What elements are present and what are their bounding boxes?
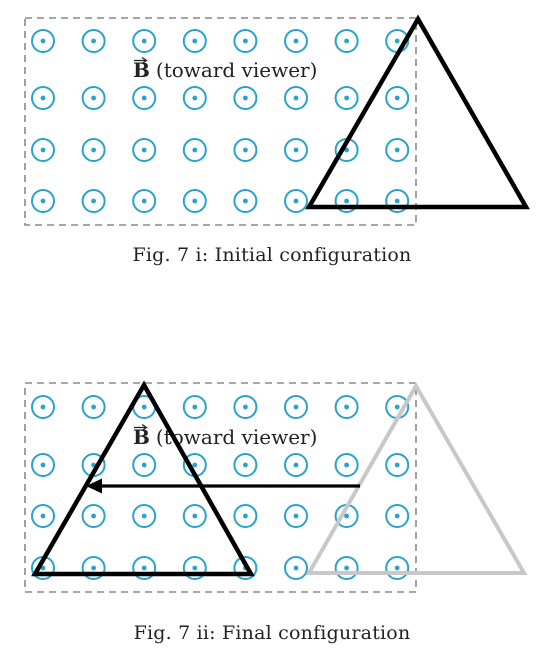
out-of-page-field-icon	[31, 504, 55, 528]
out-of-page-field-icon	[385, 504, 410, 528]
field-label: B(toward viewer)	[133, 425, 317, 449]
out-of-page-field-icon	[81, 138, 106, 162]
out-of-page-field-icon	[182, 29, 207, 53]
field-region-border	[24, 17, 417, 226]
field-grid	[31, 395, 410, 580]
out-of-page-field-icon	[284, 504, 308, 528]
out-of-page-field-icon	[182, 395, 207, 419]
out-of-page-field-icon	[385, 556, 410, 580]
field-region-border	[24, 382, 417, 593]
out-of-page-field-icon	[182, 86, 207, 110]
out-of-page-field-icon	[284, 138, 308, 162]
out-of-page-field-icon	[132, 556, 157, 580]
field-label: B(toward viewer)	[133, 58, 317, 82]
out-of-page-field-icon	[233, 29, 258, 53]
out-of-page-field-icon	[334, 86, 359, 110]
out-of-page-field-icon	[334, 556, 359, 580]
triangle-loop	[305, 14, 530, 210]
out-of-page-field-icon	[31, 189, 55, 213]
figure-final-configuration: B(toward viewer) Fig. 7 ii: Final config…	[0, 370, 544, 651]
out-of-page-field-icon	[334, 29, 359, 53]
out-of-page-field-icon	[132, 138, 157, 162]
out-of-page-field-icon	[132, 29, 157, 53]
out-of-page-field-icon	[334, 189, 359, 213]
left-arrow-icon	[86, 478, 360, 494]
out-of-page-field-icon	[31, 138, 55, 162]
out-of-page-field-icon	[233, 86, 258, 110]
out-of-page-field-icon	[31, 86, 55, 110]
out-of-page-field-icon	[182, 189, 207, 213]
triangle-loop	[31, 380, 255, 577]
out-of-page-field-icon	[81, 395, 106, 419]
vector-arrow-over-b-icon	[134, 423, 148, 432]
out-of-page-field-icon	[284, 86, 308, 110]
triangle-loop-initial-position-ghost	[305, 381, 528, 575]
out-of-page-field-icon	[233, 453, 258, 477]
diagram-final: B(toward viewer)	[24, 380, 528, 593]
out-of-page-field-icon	[182, 504, 207, 528]
diagram-initial: B(toward viewer)	[24, 14, 530, 226]
out-of-page-field-icon	[334, 453, 359, 477]
out-of-page-field-icon	[31, 453, 55, 477]
vector-arrow-over-b-icon	[134, 56, 148, 65]
field-label-symbol: B	[133, 425, 150, 449]
out-of-page-field-icon	[81, 29, 106, 53]
out-of-page-field-icon	[81, 86, 106, 110]
out-of-page-field-icon	[81, 189, 106, 213]
out-of-page-field-icon	[132, 189, 157, 213]
out-of-page-field-icon	[385, 138, 410, 162]
out-of-page-field-icon	[385, 86, 410, 110]
out-of-page-field-icon	[182, 138, 207, 162]
figure-caption: Fig. 7 ii: Final configuration	[133, 622, 411, 644]
figure-initial-configuration: B(toward viewer) Fig. 7 i: Initial confi…	[0, 0, 544, 280]
field-label-text: (toward viewer)	[156, 425, 318, 449]
out-of-page-field-icon	[233, 189, 258, 213]
out-of-page-field-icon	[385, 453, 410, 477]
out-of-page-field-icon	[31, 29, 55, 53]
out-of-page-field-icon	[31, 395, 55, 419]
out-of-page-field-icon	[132, 86, 157, 110]
out-of-page-field-icon	[81, 556, 106, 580]
out-of-page-field-icon	[132, 504, 157, 528]
out-of-page-field-icon	[284, 29, 308, 53]
out-of-page-field-icon	[385, 189, 410, 213]
field-label-text: (toward viewer)	[156, 58, 318, 82]
out-of-page-field-icon	[233, 504, 258, 528]
figure-caption: Fig. 7 i: Initial configuration	[132, 244, 412, 266]
field-label-symbol: B	[133, 58, 150, 82]
out-of-page-field-icon	[233, 395, 258, 419]
out-of-page-field-icon	[284, 189, 308, 213]
out-of-page-field-icon	[284, 556, 308, 580]
out-of-page-field-icon	[233, 138, 258, 162]
field-grid	[31, 29, 410, 213]
out-of-page-field-icon	[81, 504, 106, 528]
out-of-page-field-icon	[334, 395, 359, 419]
out-of-page-field-icon	[132, 453, 157, 477]
out-of-page-field-icon	[284, 453, 308, 477]
out-of-page-field-icon	[284, 395, 308, 419]
out-of-page-field-icon	[182, 556, 207, 580]
